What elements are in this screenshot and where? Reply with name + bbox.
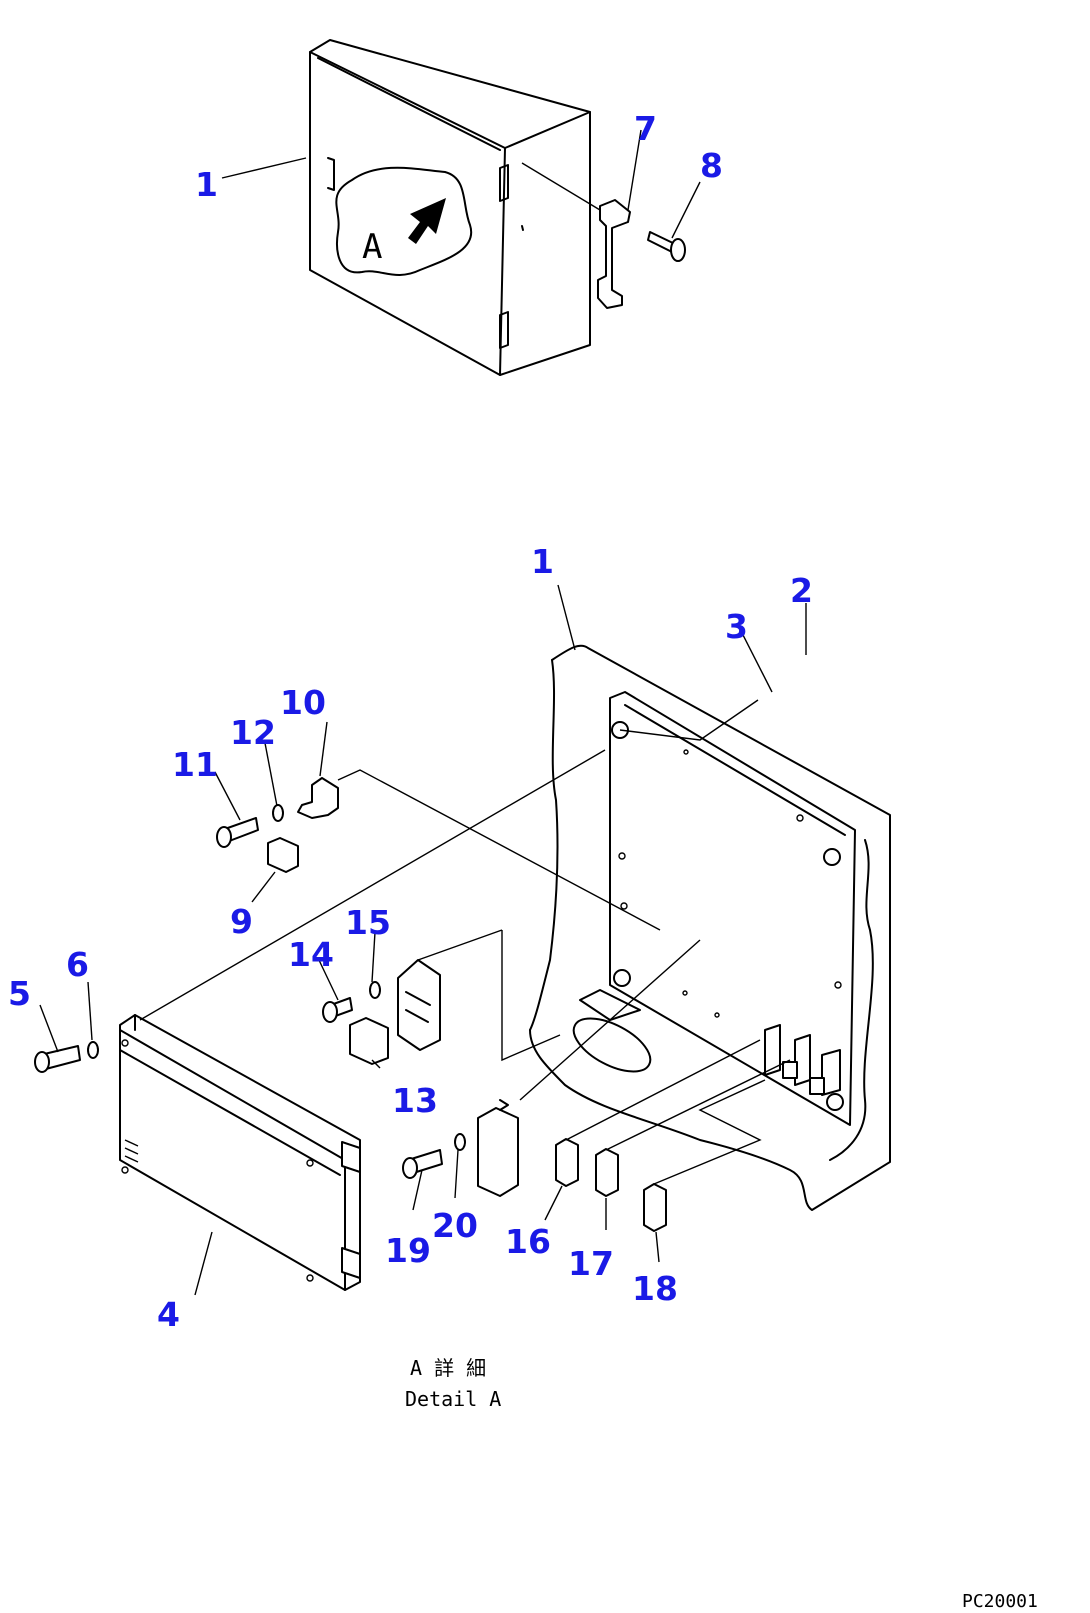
callout-1-detail: 1: [531, 542, 554, 581]
callout-7: 7: [634, 109, 657, 148]
callout-3: 3: [725, 607, 748, 646]
view-a-cutout: [335, 166, 473, 276]
controller-box-assembly: A: [221, 39, 701, 376]
bolt-19-icon: [402, 1149, 443, 1179]
callout-numbers: 1 7 8 1 2 3 4 5 6 9 10 11 12 13 14 15 16…: [8, 109, 813, 1334]
relay-17-icon: [595, 1148, 619, 1197]
detail-caption-jp: A 詳 細: [410, 1356, 486, 1380]
bolt-8-icon: [647, 231, 686, 262]
bolt-14-icon: [322, 997, 353, 1023]
callout-2: 2: [790, 571, 813, 610]
connector-icon: [477, 1107, 519, 1197]
callout-17: 17: [568, 1244, 614, 1283]
callout-6: 6: [66, 945, 89, 984]
block-9-icon: [267, 837, 299, 873]
callout-18: 18: [632, 1269, 678, 1308]
callout-10: 10: [280, 683, 326, 722]
callout-14: 14: [288, 935, 334, 974]
washer-20-icon: [454, 1133, 466, 1151]
washer-15-icon: [369, 981, 381, 999]
callout-8: 8: [700, 146, 723, 185]
callout-13: 13: [392, 1081, 438, 1120]
drawing-code: PC20001: [962, 1591, 1038, 1612]
bolt-5-icon: [34, 1045, 81, 1073]
bolt-11-icon: [216, 817, 259, 848]
callout-12: 12: [230, 713, 276, 752]
callout-4: 4: [157, 1295, 180, 1334]
callout-20: 20: [432, 1206, 478, 1245]
callout-9: 9: [230, 902, 253, 941]
washer-12-icon: [272, 804, 284, 822]
callout-15: 15: [345, 903, 391, 942]
detail-a-assembly: [34, 584, 891, 1296]
view-label: A: [362, 227, 382, 267]
detail-caption-en: Detail A: [405, 1387, 501, 1411]
callout-16: 16: [505, 1222, 551, 1261]
callout-11: 11: [172, 745, 218, 784]
block-13-icon: [349, 1017, 389, 1065]
callout-1-top: 1: [195, 165, 218, 204]
relay-16-icon: [555, 1138, 579, 1187]
relay-18-icon: [643, 1183, 667, 1232]
clamp-10-icon: [297, 777, 339, 819]
callout-19: 19: [385, 1231, 431, 1270]
washer-6-icon: [87, 1041, 99, 1059]
view-arrow-icon: [408, 198, 446, 244]
relay-base-icon: [397, 959, 441, 1051]
callout-5: 5: [8, 974, 31, 1013]
